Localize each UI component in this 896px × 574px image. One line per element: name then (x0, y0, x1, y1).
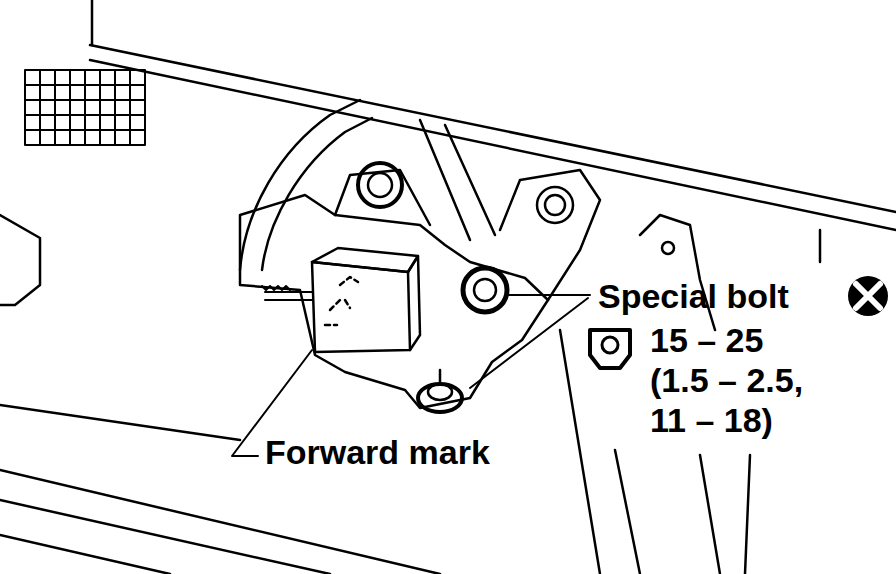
part-name: Special bolt (598, 276, 789, 316)
torque-value: 15 – 25 (1.5 – 2.5, 11 – 18) (650, 320, 818, 440)
torque-symbol (590, 330, 630, 368)
part-name: Forward mark (265, 432, 490, 472)
replace-symbol (848, 276, 888, 316)
